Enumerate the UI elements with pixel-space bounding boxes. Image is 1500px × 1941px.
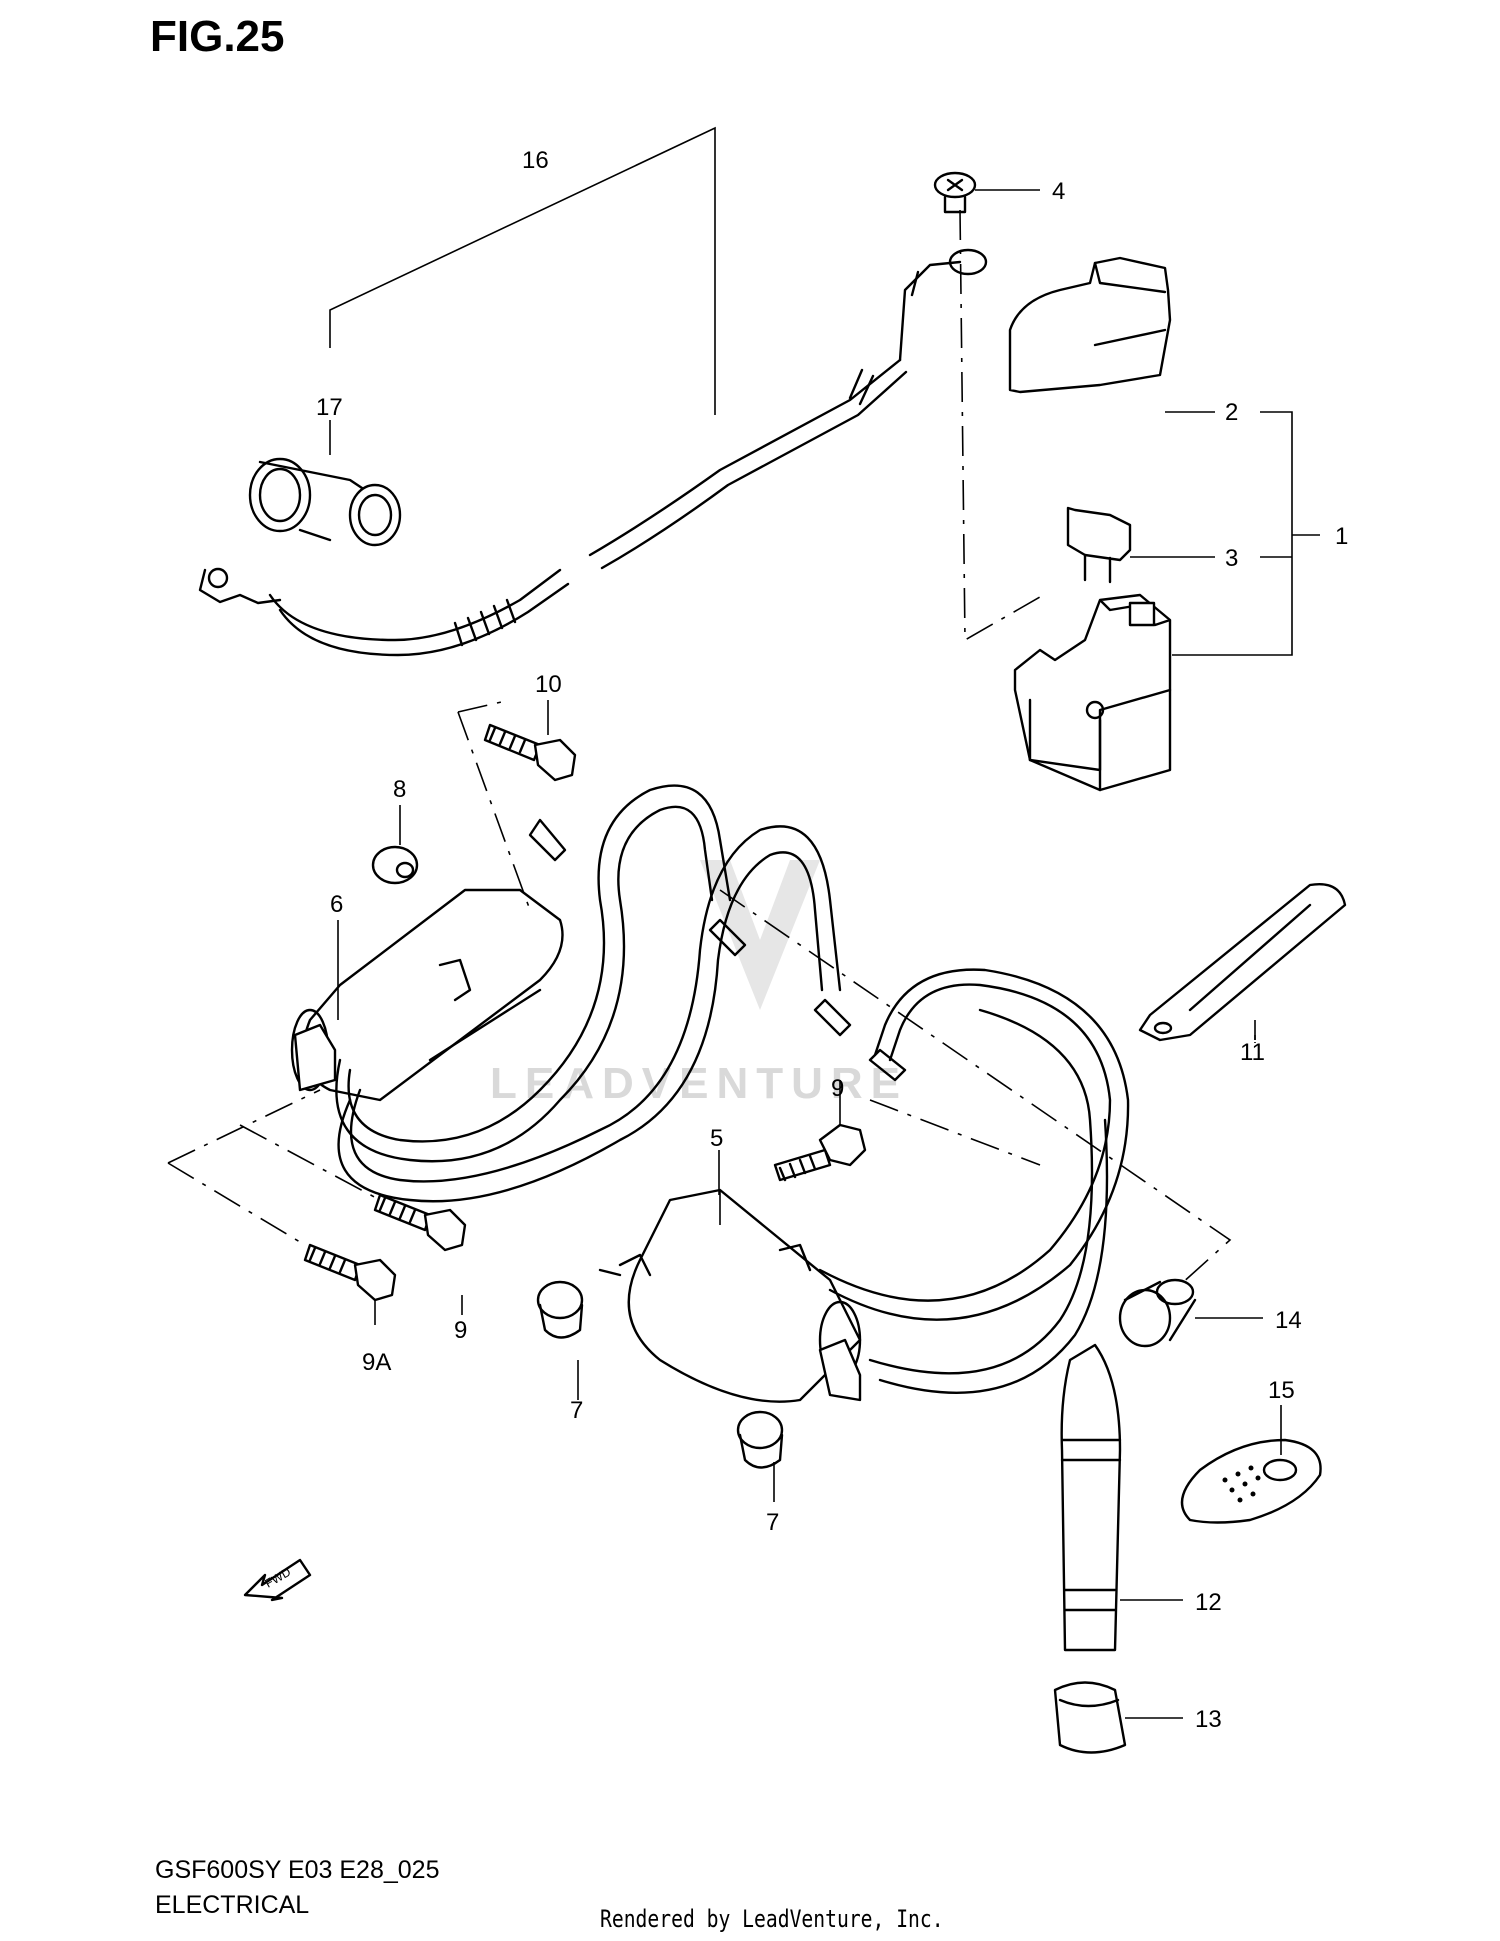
battery-cable (198, 248, 988, 657)
ignition-coil-upper (290, 888, 564, 1102)
callout-1: 1 (1335, 523, 1348, 550)
callout-12: 12 (1195, 1589, 1222, 1616)
callout-9-lower: 9 (454, 1317, 467, 1344)
callout-7-right: 7 (766, 1509, 779, 1536)
spacer-8 (371, 845, 419, 885)
model-code: GSF600SY E03 E28_025 (155, 1856, 440, 1884)
cable-boot (248, 457, 402, 547)
grommet (1118, 1278, 1197, 1348)
callout-labels: 16 17 4 2 3 1 10 8 6 11 9 5 14 15 9 9A 7… (316, 147, 1348, 1733)
callout-4: 4 (1052, 178, 1065, 205)
fuse (1066, 506, 1132, 584)
callout-2: 2 (1225, 399, 1238, 426)
callout-8: 8 (393, 776, 406, 803)
rendered-by-credit: Rendered by LeadVenture, Inc. (600, 1905, 944, 1933)
leader-lines (167, 126, 1320, 1719)
bolts-9 (303, 1123, 867, 1302)
callout-3: 3 (1225, 545, 1238, 572)
watermark: LEADVENTURE (490, 860, 908, 1108)
callout-5: 5 (710, 1125, 723, 1152)
callout-13: 13 (1195, 1706, 1222, 1733)
callout-9-upper: 9 (831, 1075, 844, 1102)
high-tension-leads (335, 784, 852, 1203)
callout-11: 11 (1240, 1039, 1265, 1066)
callout-16: 16 (522, 147, 549, 174)
callout-15: 15 (1268, 1377, 1295, 1404)
relay-cover (1008, 256, 1172, 394)
callout-7-left: 7 (570, 1397, 583, 1424)
spark-plug-cap (1060, 1343, 1122, 1652)
spacers-7 (536, 1280, 784, 1469)
watermark-text: LEADVENTURE (490, 1059, 908, 1108)
callout-9A: 9A (362, 1349, 391, 1376)
strap (1138, 883, 1347, 1042)
callout-14: 14 (1275, 1307, 1302, 1334)
starter-relay (1013, 593, 1172, 792)
figure-title: FIG.25 (150, 12, 285, 61)
forward-arrow-icon: FWD (243, 1558, 312, 1602)
plug-cap-boot (1053, 1681, 1127, 1754)
screw (933, 171, 977, 214)
callout-6: 6 (330, 891, 343, 918)
section-name: ELECTRICAL (155, 1891, 310, 1919)
pad (1180, 1438, 1322, 1524)
bolt-10 (483, 723, 577, 782)
ignition-coil-lower (598, 968, 1130, 1403)
callout-17: 17 (316, 394, 343, 421)
callout-10: 10 (535, 671, 562, 698)
